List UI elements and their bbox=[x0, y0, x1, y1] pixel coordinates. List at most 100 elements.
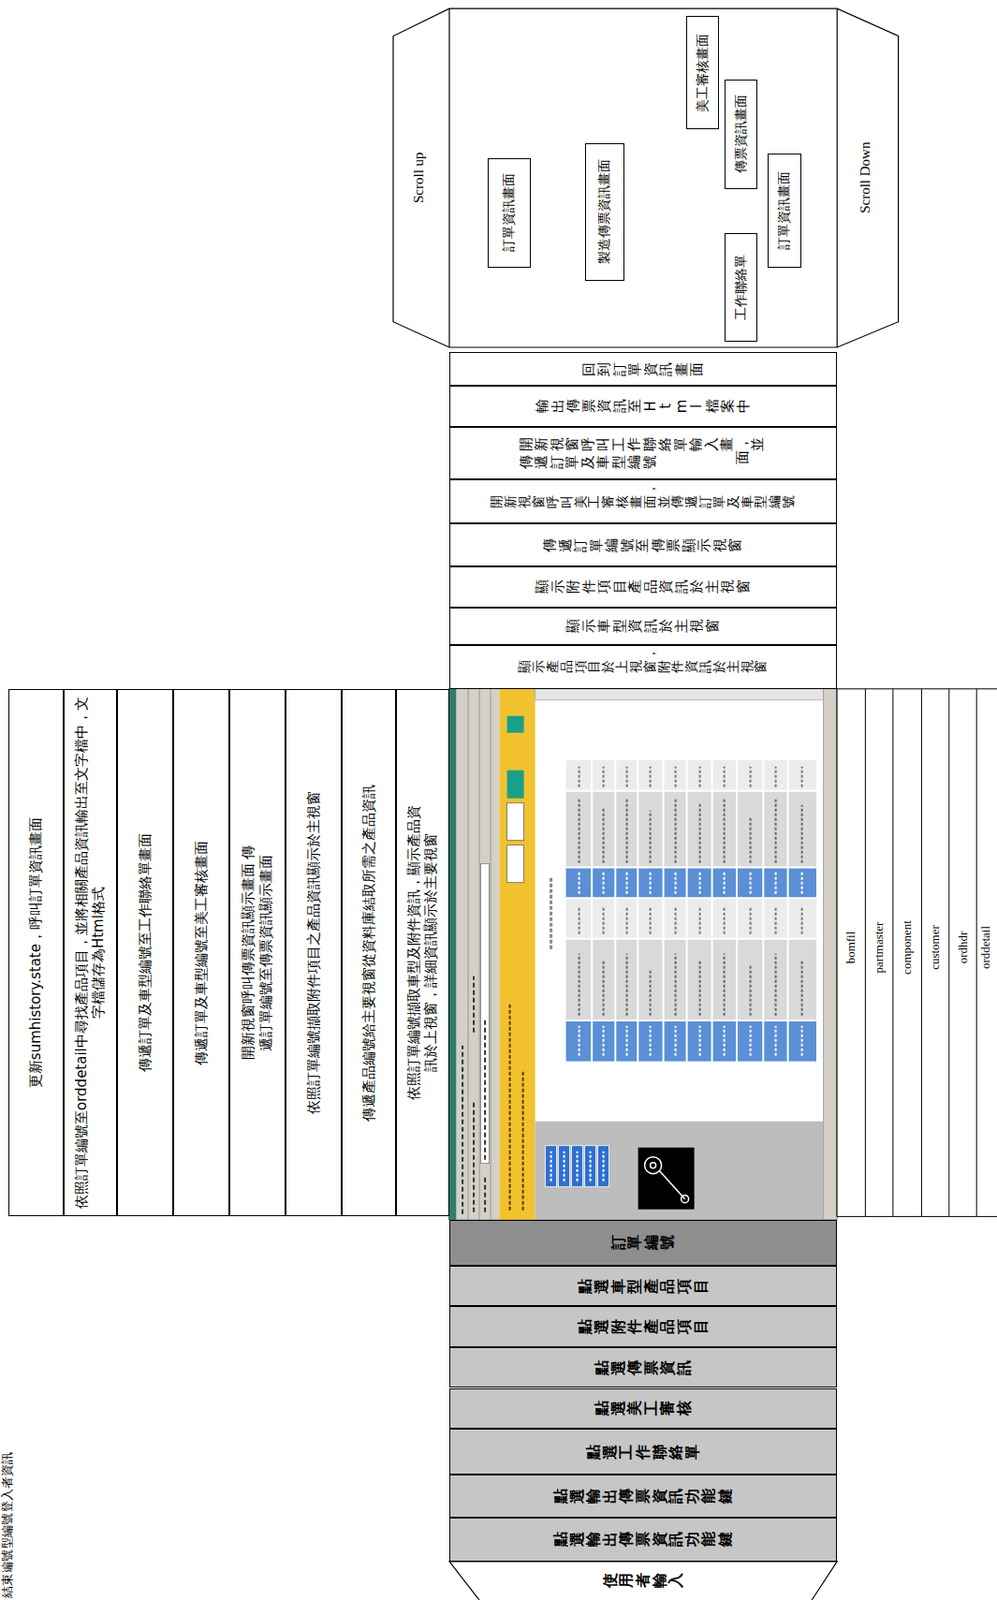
screen-box: 製造傳票資訊畫面 bbox=[585, 143, 626, 281]
axle bbox=[659, 1171, 686, 1200]
process-cell: 傳遞產品編號給主要視窗從資料庫結取所需之產品資訊 bbox=[341, 689, 396, 1217]
function-row: 回到訂單資訊畫面 bbox=[449, 351, 837, 386]
part-drawing bbox=[645, 1157, 690, 1203]
process-cell: 開新視窗呼叫傳票資訊顯示畫面 傳遞訂單編號至傳票資訊顯示畫面 bbox=[229, 689, 286, 1217]
function-text: 開新視窗呼叫工作聯絡單輸入畫面，並傳遞訂單及車型編號 bbox=[518, 436, 768, 470]
nav-button-marks bbox=[551, 1151, 604, 1182]
edge-label-box: 結束 bbox=[0, 1571, 15, 1600]
function-row: 輸出傳票資訊至Html檔案中 bbox=[449, 385, 837, 427]
process-text: 依照訂單編號擷取車型及附件資訊，顯示產品資訊於上視窗，詳細資訊顯示於主要視窗 bbox=[405, 803, 441, 1103]
process-cell: 更新sumhistory.state，呼叫訂單資訊畫面 bbox=[8, 689, 64, 1217]
table-marks bbox=[579, 871, 803, 1056]
screen-name: 訂單資訊畫面 bbox=[500, 173, 518, 252]
input-button: 點選工作聯絡單 bbox=[449, 1428, 837, 1475]
button-text: 點選美工審核 bbox=[593, 1400, 693, 1416]
function-text: 顯示附件項目產品資訊於主視窗 bbox=[534, 579, 751, 594]
screen-name: 製造傳票資訊畫面 bbox=[596, 159, 614, 264]
function-row: 顯示產品項目於上視窗，附件資訊於主視窗 bbox=[449, 645, 837, 690]
user-input-tab: 使用者輸入 bbox=[449, 1561, 837, 1600]
table-name: customer bbox=[927, 853, 943, 1041]
table-name: ordhdr bbox=[955, 853, 971, 1041]
process-text: 更新sumhistory.state，呼叫訂單資訊畫面 bbox=[27, 817, 45, 1088]
caption-mark bbox=[549, 878, 553, 950]
screen-name: 訂單資訊畫面 bbox=[776, 171, 793, 250]
process-text: 依照訂單編號擷取附件項目之產品資訊顯示於主視窗 bbox=[305, 791, 323, 1115]
scroll-label-box: Scroll Down bbox=[856, 8, 874, 348]
wheel bbox=[681, 1195, 690, 1203]
table-name-box: orddetail bbox=[978, 853, 994, 1041]
toolbar-lines bbox=[468, 689, 491, 1220]
table-marks bbox=[579, 797, 803, 1016]
part-photo bbox=[638, 1147, 695, 1210]
process-cell: 傳遞訂單及車型編號至美工審核畫面 bbox=[173, 689, 230, 1217]
process-text: 依照訂單編號至orddetail中尋找產品項目，並將相關產品資訊輸出至文字檔中，… bbox=[73, 695, 109, 1211]
table-name-box: partmaster bbox=[871, 853, 887, 1041]
screen-box: 訂單資訊畫面 bbox=[487, 158, 531, 268]
status-bar bbox=[823, 689, 837, 1220]
header-widget bbox=[507, 716, 525, 734]
function-row: 顯示車型資訊於主視窗 bbox=[449, 607, 837, 646]
table-name: orddetail bbox=[978, 853, 994, 1041]
edge-label: 結束 bbox=[0, 1571, 15, 1600]
function-text: 顯示車型資訊於主視窗 bbox=[565, 618, 720, 633]
function-row: 開新視窗呼叫美工審核畫面，並傳遞訂單及車型編號 bbox=[449, 479, 837, 524]
hub bbox=[650, 1162, 657, 1169]
header-widget bbox=[507, 803, 525, 841]
function-text: 顯示產品項目於上視窗，附件資訊於主視窗 bbox=[517, 660, 768, 675]
tab-edges bbox=[449, 1561, 837, 1600]
screen-name: 美工審核畫面 bbox=[694, 33, 712, 113]
header-band bbox=[499, 689, 536, 1220]
screen-box: 美工審核畫面 bbox=[686, 15, 720, 130]
input-button: 點選輸出傳票資訊功能鍵 bbox=[449, 1517, 837, 1562]
header-widget bbox=[507, 770, 525, 799]
button-text: 點選輸出傳票資訊功能鍵 bbox=[552, 1488, 734, 1504]
screen-name: 工作聯絡單 bbox=[733, 254, 750, 321]
process-cell: 依照訂單編號至orddetail中尋找產品項目，並將相關產品資訊輸出至文字檔中，… bbox=[63, 689, 118, 1217]
function-row: 傳遞訂單編號至傳票顯示視窗 bbox=[449, 523, 837, 567]
function-row: 顯示附件項目產品資訊於主視窗 bbox=[449, 566, 837, 608]
input-button: 點選附件產品項目 bbox=[449, 1305, 837, 1348]
screenshot bbox=[449, 689, 837, 1220]
table-marks bbox=[579, 766, 803, 935]
table-name-box: component bbox=[899, 853, 915, 1041]
button-text: 點選輸出傳票資訊功能鍵 bbox=[552, 1531, 734, 1547]
input-button: 點選輸出傳票資訊功能鍵 bbox=[449, 1474, 837, 1518]
function-row: 開新視窗呼叫工作聯絡單輸入畫面，並傳遞訂單及車型編號 bbox=[449, 426, 837, 481]
table-strip-lines bbox=[836, 689, 997, 1217]
tab-text: 使用者輸入 bbox=[601, 1572, 685, 1588]
input-button: 點選傳票資訊 bbox=[449, 1347, 837, 1389]
table-name-box: bomfil bbox=[843, 853, 859, 1041]
table-name: component bbox=[899, 853, 915, 1041]
button-text: 點選工作聯絡單 bbox=[585, 1444, 701, 1460]
button-text: 點選附件產品項目 bbox=[576, 1319, 709, 1335]
button-text: 點選傳票資訊 bbox=[593, 1360, 693, 1376]
header-widget bbox=[507, 845, 525, 883]
input-button: 點選車型產品項目 bbox=[449, 1265, 837, 1307]
scroll-label: Scroll Down bbox=[856, 8, 874, 348]
inner-frame-lines bbox=[449, 8, 837, 348]
screen-outline bbox=[393, 8, 899, 348]
title-bar bbox=[449, 689, 457, 1220]
header-marks bbox=[510, 1004, 524, 1211]
process-text: 開新視窗呼叫傳票資訊顯示畫面 傳遞訂單編號至傳票資訊顯示畫面 bbox=[239, 842, 276, 1063]
process-cell: 傳遞訂單及車型編號至工作聯絡單畫面 bbox=[117, 689, 174, 1217]
table-grid bbox=[566, 760, 817, 1062]
function-text: 輸出傳票資訊至Html檔案中 bbox=[534, 398, 751, 413]
screen-name: 傳票資訊畫面 bbox=[733, 94, 750, 174]
process-text: 傳遞產品編號給主要視窗從資料庫結取所需之產品資訊 bbox=[360, 784, 379, 1122]
screen-frame: Scroll up Scroll Down 訂單資訊畫面 製造傳票資訊畫面 美工審核畫面… bbox=[393, 8, 899, 348]
scroll-label-box: Scroll up bbox=[410, 8, 427, 348]
button-text: 訂單編號 bbox=[610, 1234, 676, 1250]
screen-box: 工作聯絡單 bbox=[724, 233, 758, 343]
nav-panel bbox=[535, 1121, 824, 1220]
function-text: 回到訂單資訊畫面 bbox=[581, 362, 705, 377]
input-button: 訂單編號 bbox=[449, 1219, 837, 1266]
scrollbar bbox=[535, 689, 824, 701]
octagon-outline bbox=[393, 8, 899, 348]
button-text: 點選車型產品項目 bbox=[576, 1278, 709, 1294]
process-cell: 依照訂單編號擷取車型及附件資訊，顯示產品資訊於上視窗，詳細資訊顯示於主要視窗 bbox=[395, 689, 450, 1217]
table-name: partmaster bbox=[871, 853, 887, 1041]
window-frame bbox=[449, 689, 837, 1220]
function-text: 開新視窗呼叫美工審核畫面，並傳遞訂單及車型編號 bbox=[489, 495, 796, 509]
